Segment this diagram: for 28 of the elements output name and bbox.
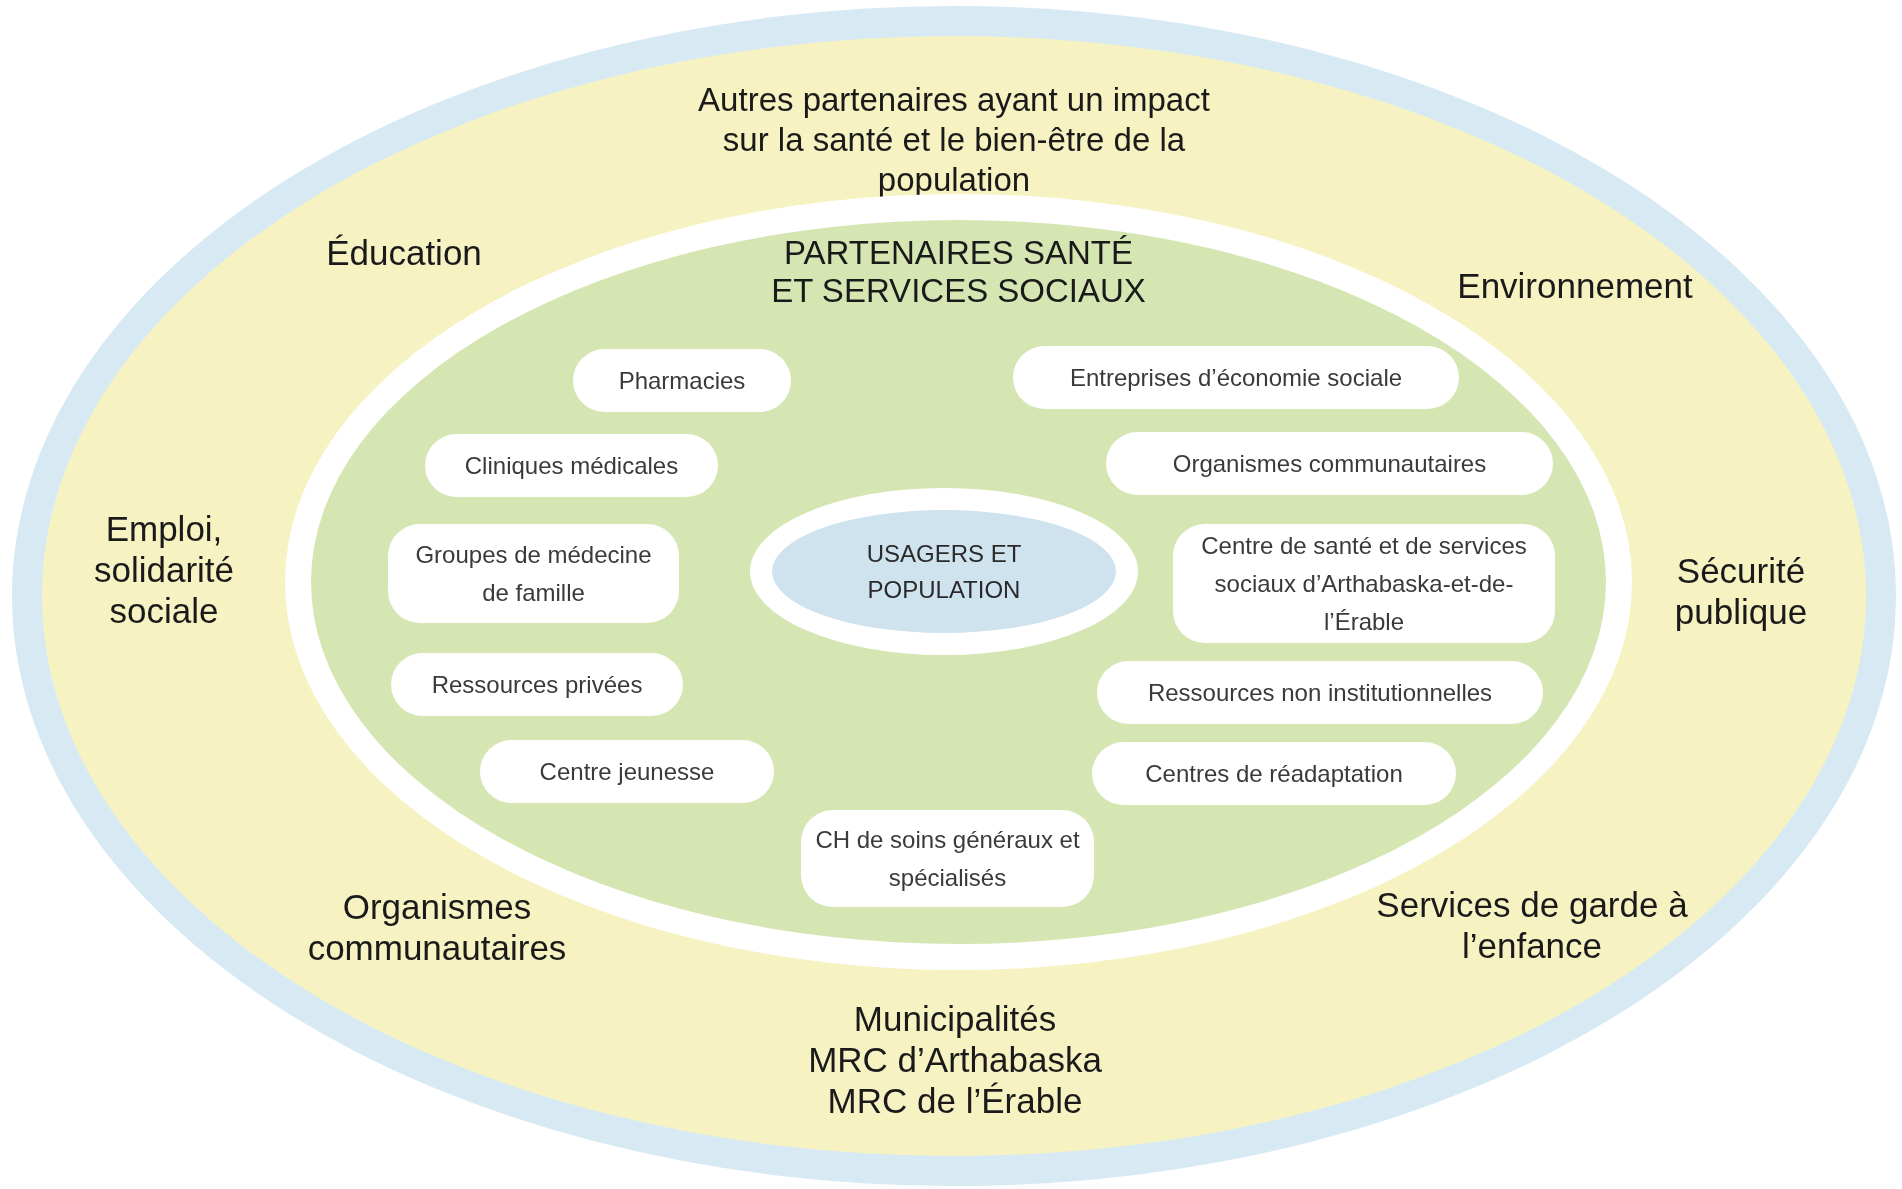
- sector-label: MRC de l’Érable: [826, 1080, 1084, 1121]
- sector-label: Municipalités: [852, 998, 1058, 1039]
- node-label: Cliniques médicales: [464, 450, 679, 481]
- sector-label: MRC d’Arthabaska: [807, 1039, 1103, 1080]
- node-label: Centres de réadaptation: [1145, 758, 1403, 789]
- node-label: Centre jeunesse: [539, 756, 715, 787]
- node-label: Entreprises d’économie sociale: [1069, 362, 1403, 393]
- sector-label: Environnement: [1456, 265, 1694, 306]
- node-label: CH de soins généraux et spécialisés: [814, 824, 1081, 893]
- sector-label: Organismes communautaires: [306, 886, 568, 968]
- sector-label: Sécurité publique: [1673, 550, 1809, 632]
- heading: PARTENAIRES SANTÉ ET SERVICES SOCIAUX: [770, 234, 1147, 310]
- pill-box: [801, 810, 1094, 907]
- pill-box: [388, 524, 679, 623]
- sector-label: Éducation: [325, 232, 483, 273]
- pill-box: [1173, 524, 1555, 643]
- node-label: Pharmacies: [618, 365, 746, 396]
- node-label: USAGERS ET POPULATION: [865, 538, 1023, 605]
- node-label: Ressources privées: [431, 669, 643, 700]
- node-label: Centre de santé et de services sociaux d’Arthabaska-et-de-l’Érable: [1200, 530, 1528, 637]
- node-label: Ressources non institutionnelles: [1147, 677, 1493, 708]
- pill-box: [1013, 346, 1459, 409]
- sector-label: Services de garde à l’enfance: [1375, 884, 1689, 966]
- heading: Autres partenaires ayant un impact sur la santé et le bien-être de la population: [697, 80, 1211, 200]
- sector-label: Emploi, solidarité sociale: [92, 508, 236, 631]
- node-label: Groupes de médecine de famille: [414, 539, 653, 608]
- pill-box: [1106, 432, 1553, 495]
- node-label: Organismes communautaires: [1172, 448, 1487, 479]
